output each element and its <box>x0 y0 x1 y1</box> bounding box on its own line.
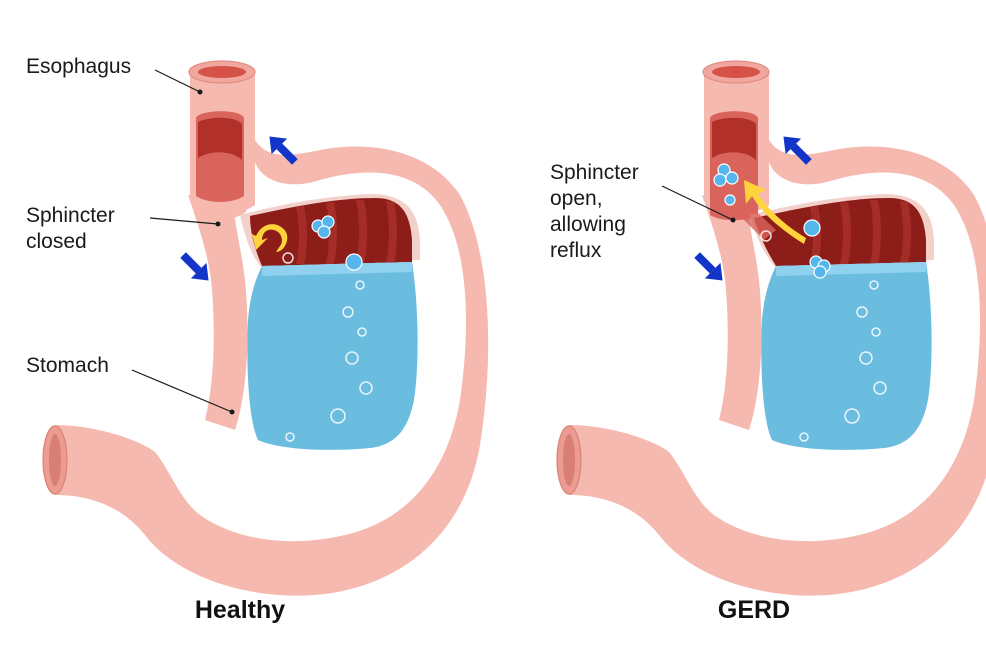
label-sphincter-closed-line2: closed <box>26 230 87 253</box>
pressure-arrow-lower <box>694 252 723 281</box>
reflux-blocked-arrow <box>252 224 288 252</box>
reflux-arrow <box>744 180 806 244</box>
healthy-labels: Esophagus Sphincter closed Stomach <box>26 55 235 415</box>
gerd-stomach-illustration <box>556 60 986 596</box>
gastric-acid <box>247 262 418 450</box>
stomach-gas-space <box>754 198 926 266</box>
label-sphincter-open-line2: open, <box>550 187 603 210</box>
pressure-arrow-upper <box>269 136 298 165</box>
stomach-gas-space <box>250 198 412 266</box>
gastric-acid <box>761 262 932 450</box>
label-stomach: Stomach <box>26 354 109 377</box>
acid-droplets <box>311 215 363 271</box>
label-sphincter-open-line1: Sphincter <box>550 161 639 184</box>
pressure-arrow-lower <box>180 252 209 281</box>
acid-droplets <box>713 163 831 279</box>
caption-healthy: Healthy <box>195 596 285 624</box>
sphincter-closed <box>194 196 246 220</box>
healthy-stomach-illustration <box>42 60 489 596</box>
gerd-labels: Sphincter open, allowing reflux <box>550 161 736 262</box>
stomach-outer-wall <box>55 72 489 596</box>
caption-gerd: GERD <box>718 596 790 624</box>
acid-bubbles <box>282 252 373 442</box>
label-sphincter-open-line4: reflux <box>550 239 602 262</box>
label-sphincter-closed-line1: Sphincter <box>26 204 115 227</box>
stomach-outer-wall <box>569 72 986 596</box>
acid-bubbles <box>760 230 887 442</box>
label-sphincter-open-line3: allowing <box>550 213 626 236</box>
pressure-arrow-upper <box>783 136 812 165</box>
label-esophagus: Esophagus <box>26 55 131 78</box>
